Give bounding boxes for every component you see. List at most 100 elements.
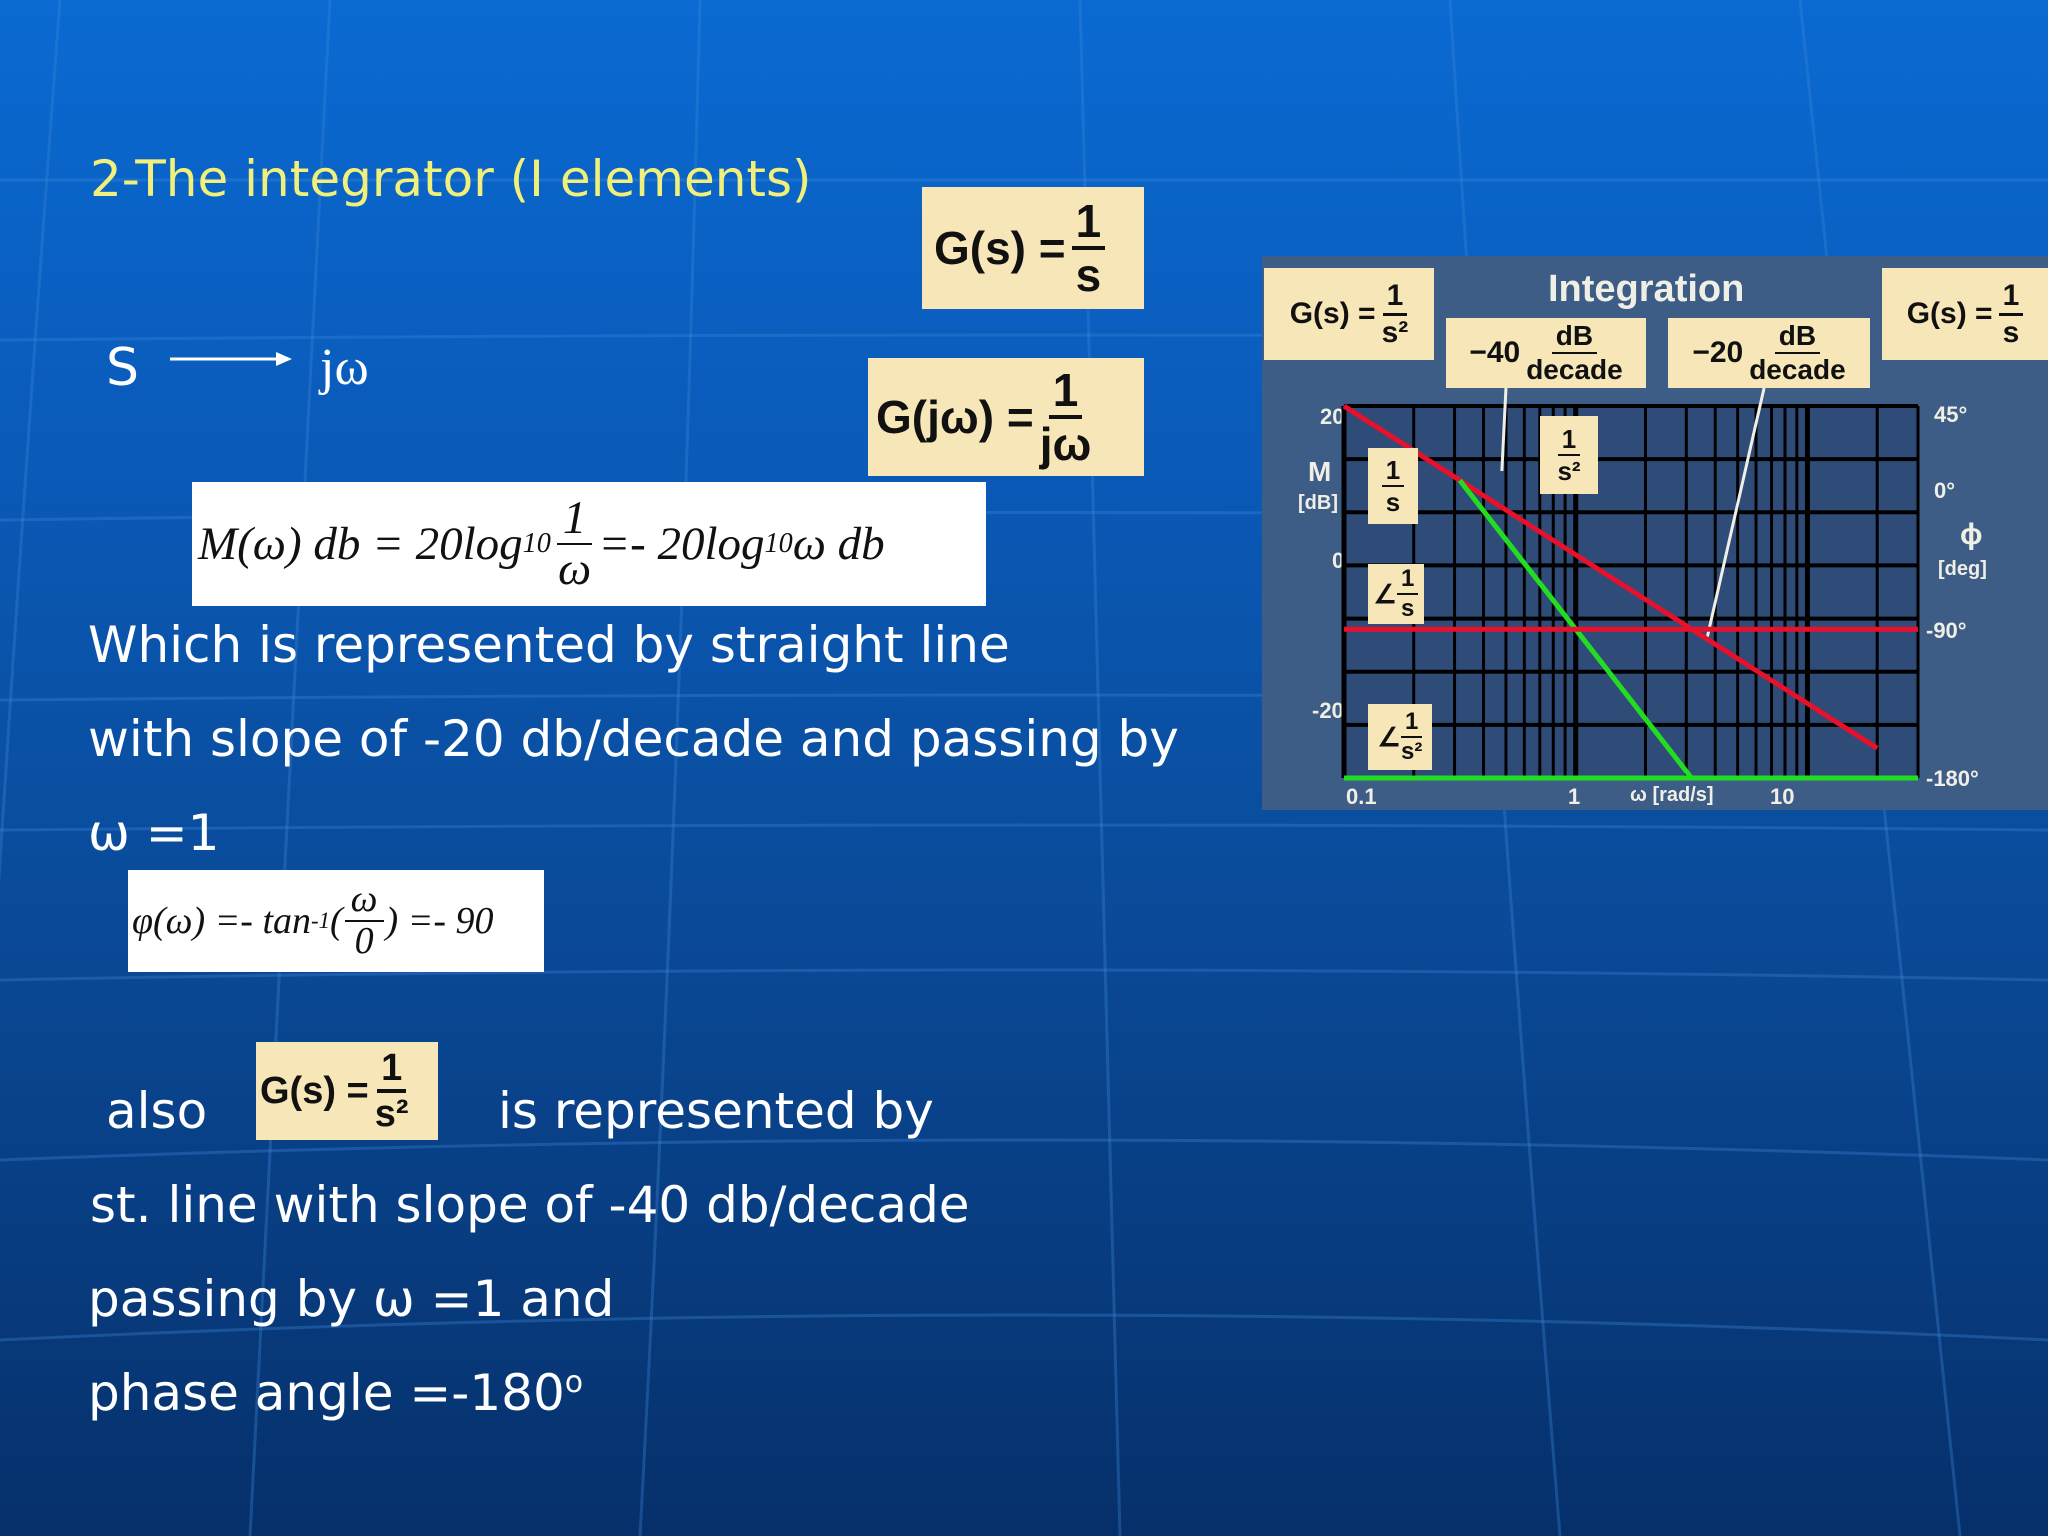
bode-gs-num: 1 <box>1998 280 2024 316</box>
formula-gs-den: s <box>1075 249 1102 301</box>
slope-40-den: decade <box>1526 354 1623 385</box>
phase-open: ( <box>330 900 343 942</box>
text-line-3: ω =1 <box>88 804 220 862</box>
formula-gs2-den: s² <box>374 1093 409 1135</box>
phi-axis-unit: [deg] <box>1938 558 1987 580</box>
bode-gs-den: s <box>2002 315 2020 349</box>
mag-tick-20: 20 <box>1320 404 1345 429</box>
bode-plot-area <box>1341 387 1920 781</box>
text-line-5: passing by ω =1 and <box>88 1270 615 1328</box>
bode-gs2-lhs: G(s) = <box>1289 297 1376 330</box>
phase-tick-0: 0° <box>1934 478 1956 503</box>
angle-icon: ∠ <box>1377 721 1401 752</box>
phase-sup: -1 <box>311 908 331 933</box>
text-line-6: phase angle =-180o <box>88 1364 583 1422</box>
magnitude-lhs: M(ω) db = 20log <box>198 518 523 570</box>
slope-20-den: decade <box>1749 354 1846 385</box>
slope-20-value: −20 <box>1692 336 1744 369</box>
tag-mag-1s-num: 1 <box>1381 457 1405 487</box>
slope-20-num: dB <box>1774 322 1821 354</box>
slope-40-num: dB <box>1551 322 1598 354</box>
phi-axis-label: ϕ <box>1960 518 1983 551</box>
phase-frac-den: 0 <box>354 920 374 962</box>
bode-gs2-den: s² <box>1381 315 1409 349</box>
bode-gs-lhs: G(s) = <box>1906 297 1993 330</box>
tag-mag-1s2-den: s² <box>1557 456 1581 486</box>
also-word: also <box>106 1082 208 1140</box>
bode-title: Integration <box>1548 268 1745 310</box>
tag-mag-1s-den: s <box>1385 487 1401 517</box>
x-axis-label: ω [rad/s] <box>1630 784 1714 806</box>
angle-icon: ∠ <box>1373 578 1397 609</box>
mag-tick-0: 0 <box>1332 548 1345 573</box>
phase-tick-minus180: -180° <box>1926 766 1979 791</box>
formula-gjw-den: jω <box>1039 418 1092 470</box>
tag-phase-1s-den: s <box>1400 595 1415 622</box>
formula-gs2-lhs: G(s) = <box>260 1069 369 1112</box>
x-tick-0.1: 0.1 <box>1346 784 1377 809</box>
phase-rhs: ) =- 90 <box>385 900 494 942</box>
phase-frac-num: ω <box>344 879 384 922</box>
slope-40-pointer <box>1500 387 1508 472</box>
x-tick-1: 1 <box>1568 784 1581 809</box>
m-axis-label: M <box>1308 456 1332 487</box>
x-tick-10: 10 <box>1770 784 1795 809</box>
m-axis-unit: [dB] <box>1298 492 1338 514</box>
formula-gjw-num: 1 <box>1048 367 1083 419</box>
mapping-s: S <box>106 338 140 398</box>
text-line-4: st. line with slope of -40 db/decade <box>90 1176 970 1234</box>
text-line-1: Which is represented by straight line <box>88 616 1010 674</box>
tag-mag-1s2-num: 1 <box>1557 426 1581 456</box>
tag-phase-1s2-den: s² <box>1400 738 1423 765</box>
mag-tick-minus20: -20 <box>1312 698 1344 723</box>
magnitude-frac-den: ω <box>558 543 592 595</box>
also-rest: is represented by <box>498 1082 934 1140</box>
tag-phase-1s2-num: 1 <box>1400 710 1423 738</box>
mapping-jw: jω <box>320 339 369 396</box>
slope-20-pointer <box>1705 387 1766 637</box>
magnitude-rhs: ω db <box>792 518 885 570</box>
formula-gs-num: 1 <box>1071 198 1106 250</box>
formula-gjw-lhs: G(jω) = <box>876 391 1034 443</box>
magnitude-sub: 10 <box>522 528 551 559</box>
slope-40-value: −40 <box>1469 336 1521 369</box>
arrow-right-icon <box>170 352 292 366</box>
magnitude-line-1-over-s <box>1342 403 1879 751</box>
phase-angle-text: phase angle =-180 <box>88 1364 565 1422</box>
phase-tick-minus90: -90° <box>1926 618 1967 643</box>
degree-sup: o <box>564 1365 584 1400</box>
magnitude-mid: =- 20log <box>598 518 765 570</box>
magnitude-frac-num: 1 <box>556 493 593 545</box>
magnitude-sub2: 10 <box>764 528 793 559</box>
text-line-2: with slope of -20 db/decade and passing … <box>88 710 1179 768</box>
formula-gs-lhs: G(s) = <box>934 222 1066 274</box>
bode-gs2-num: 1 <box>1382 280 1408 316</box>
phase-lhs: φ(ω) =- tan <box>132 900 312 942</box>
